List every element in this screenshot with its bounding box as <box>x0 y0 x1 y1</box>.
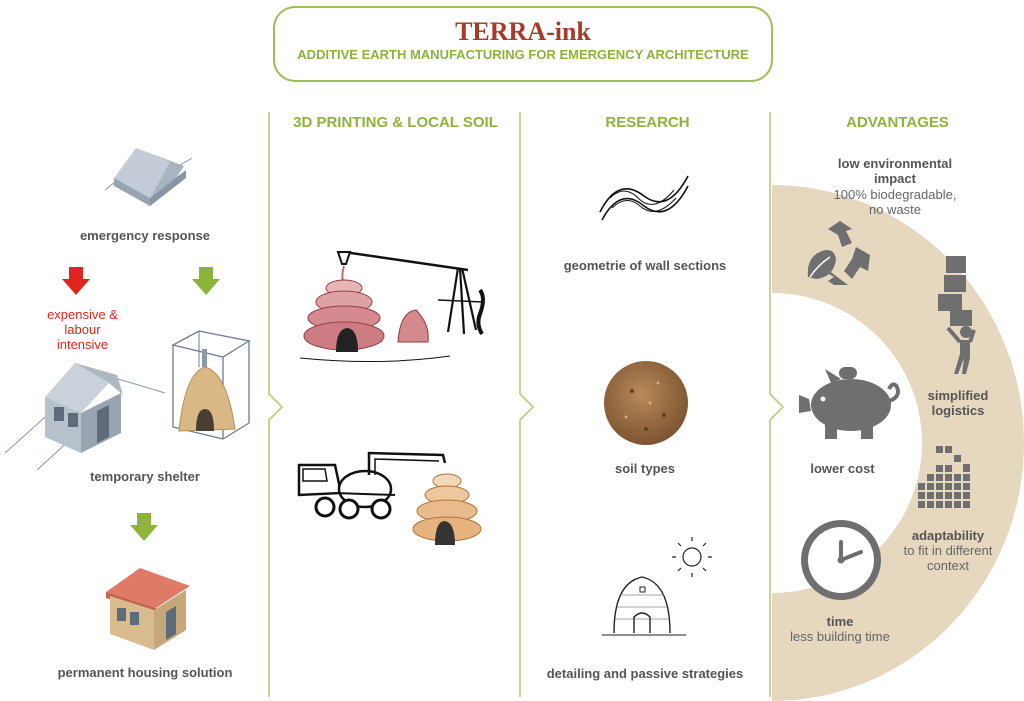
truck-printer-sketch <box>297 451 482 545</box>
divider-3 <box>769 112 785 697</box>
label-time-desc: less building time <box>790 629 890 644</box>
column-heading-printing: 3D PRINTING & LOCAL SOIL <box>293 114 498 131</box>
label-detailing: detailing and passive strategies <box>546 666 744 681</box>
temporary-house-icon <box>4 363 166 471</box>
column-heading-advantages: ADVANTAGES <box>846 114 949 131</box>
label-adaptability-desc: to fit in different context <box>903 543 993 573</box>
label-soil-types: soil types <box>615 461 675 476</box>
title-frame <box>273 6 773 82</box>
label-permanent-housing: permanent housing solution <box>57 665 233 680</box>
label-env-impact-desc: 100% biodegradable, no waste <box>833 187 957 217</box>
label-adaptability-title: adaptability <box>911 528 985 543</box>
label-wall-sections: geometrie of wall sections <box>563 258 727 273</box>
crane-printer-sketch <box>299 250 485 363</box>
permanent-house-icon <box>106 568 190 650</box>
page-title: TERRA-ink <box>455 17 591 46</box>
tent-icon <box>104 148 193 206</box>
label-expensive: expensive & labour intensive <box>47 307 118 352</box>
divider-1 <box>268 112 284 697</box>
blocks-grid-icon <box>918 446 970 508</box>
label-temporary-shelter: temporary shelter <box>90 469 200 484</box>
carrying-boxes-icon <box>938 256 976 374</box>
divider-2 <box>519 112 535 697</box>
recycle-leaf-icon <box>807 221 870 285</box>
piggy-bank-icon <box>799 367 900 439</box>
label-time-title: time <box>826 614 854 629</box>
clock-icon <box>801 520 881 600</box>
label-env-impact-title: low environmental impact <box>837 156 953 186</box>
soil-sample-icon <box>604 361 688 445</box>
label-simplified-logistics: simplified logistics <box>927 388 989 418</box>
arrow-down-red-icon <box>62 267 90 295</box>
arrow-down-green-icon <box>192 267 220 295</box>
page-subtitle: ADDITIVE EARTH MANUFACTURING FOR EMERGEN… <box>297 47 749 62</box>
label-lower-cost: lower cost <box>810 461 875 476</box>
wall-section-sketch <box>599 175 689 221</box>
printed-shelter-icon <box>171 330 251 440</box>
label-emergency-response: emergency response <box>79 228 211 243</box>
column-heading-research: RESEARCH <box>605 114 690 131</box>
passive-strategies-sketch <box>602 537 712 636</box>
arrow-down-green-icon <box>130 513 158 541</box>
